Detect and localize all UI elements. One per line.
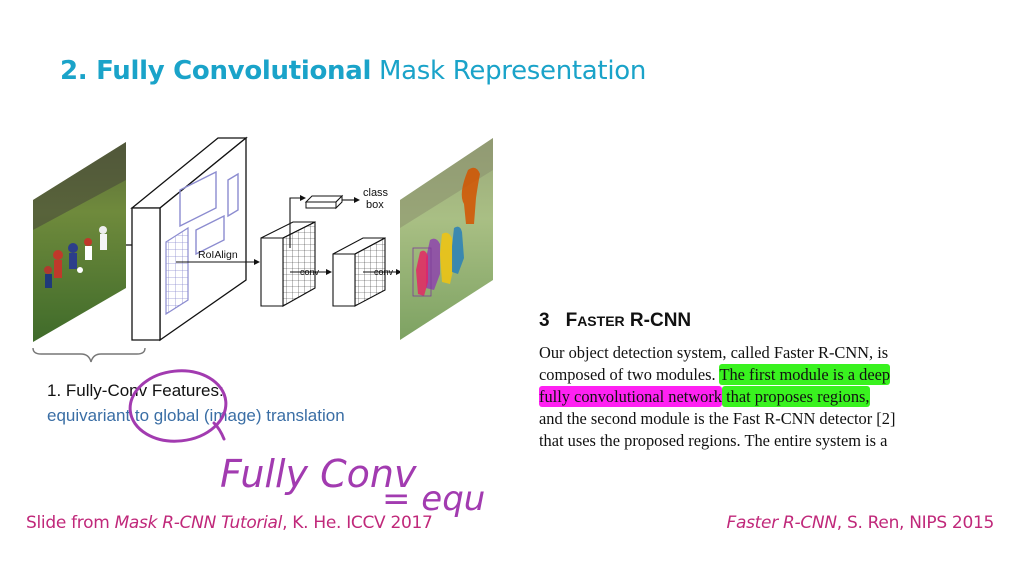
title-bold: 2. Fully Convolutional (60, 56, 372, 86)
paper-line-2: composed of two modules. The first modul… (539, 364, 979, 386)
footer-citation-right: Faster R-CNN, S. Ren, NIPS 2015 (726, 513, 995, 533)
slide-title: 2. Fully Convolutional Mask Representati… (60, 56, 646, 86)
class-label: class (363, 187, 389, 199)
section-number: 3 (539, 310, 550, 331)
mask-rcnn-figure: RoIAlign conv conv class (32, 136, 493, 363)
highlight-green-2: that proposes regions, (722, 386, 870, 407)
paper-body: Our object detection system, called Fast… (539, 342, 979, 452)
paper-line-5: that uses the proposed regions. The enti… (539, 431, 888, 450)
conv-block-1 (260, 221, 316, 307)
heading-initial: F (565, 310, 578, 331)
conv-label-2: conv (374, 267, 394, 277)
highlight-green-1: The first module is a deep (719, 364, 891, 385)
paper-line-4: and the second module is the Fast R-CNN … (539, 409, 896, 428)
box-label: box (366, 199, 384, 211)
fc-head (304, 194, 344, 210)
features-label: 1. Fully-Conv Features: (47, 381, 224, 400)
paper-line-3: fully convolutional network that propose… (539, 386, 979, 408)
footer-citation-left: Slide from Mask R-CNN Tutorial, K. He. I… (26, 513, 433, 533)
conv-block-2 (332, 237, 386, 307)
paper-line-1: Our object detection system, called Fast… (539, 343, 889, 362)
highlight-magenta: fully convolutional network (539, 386, 722, 407)
footer-left-prefix: Slide from (26, 513, 115, 533)
footer-left-italic: Mask R-CNN Tutorial (114, 513, 283, 533)
features-description: equivariant to global (image) translatio… (47, 406, 345, 425)
footer-left-suffix: , K. He. ICCV 2017 (282, 513, 433, 533)
ink-fully-conv: Fully Conv (220, 452, 417, 496)
conv-label-1: conv (300, 267, 320, 277)
output-mask-image (400, 138, 493, 340)
footer-right-italic: Faster R-CNN (726, 513, 838, 533)
backbone-feature-map (130, 136, 248, 342)
heading-smallcaps: ASTER (577, 313, 625, 329)
title-light: Mask Representation (371, 56, 647, 86)
footer-right-suffix: , S. Ren, NIPS 2015 (836, 513, 995, 533)
input-image (33, 142, 126, 342)
roialign-label: RoIAlign (198, 249, 238, 261)
heading-rest: R-CNN (624, 310, 692, 331)
paper-line-2-plain: composed of two modules. (539, 365, 720, 384)
